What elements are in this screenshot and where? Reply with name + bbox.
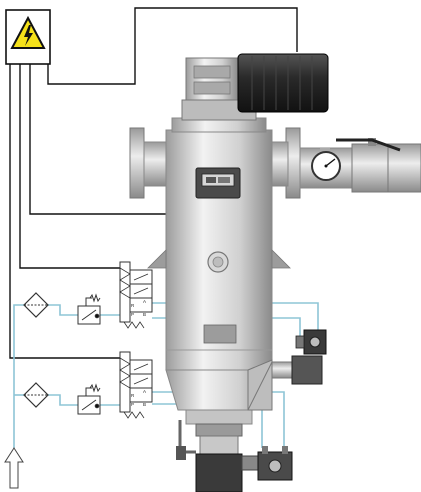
gear-motor <box>181 53 329 121</box>
solenoid-valve-lower: A B P R <box>119 351 153 419</box>
port-label-a: A <box>143 389 146 394</box>
wire-to-motor <box>47 7 298 85</box>
name-plate <box>203 324 237 344</box>
port-label-p: P <box>131 402 134 407</box>
port-label-b: B <box>143 312 146 317</box>
wire-to-upper-valve <box>19 64 120 269</box>
port-label-p: P <box>131 312 134 317</box>
pressure-gauge <box>311 148 341 181</box>
high-voltage-icon <box>10 15 46 49</box>
port-label-a: A <box>143 299 146 304</box>
port-label-r: R <box>131 303 135 308</box>
pneumatic-actuator-upper <box>269 329 327 385</box>
pressure-regulator-lower <box>77 383 101 415</box>
ball-valve <box>336 138 421 193</box>
solenoid-valve-upper: A B P R <box>119 261 153 329</box>
wire-to-lower-valve <box>9 64 120 359</box>
drain-section <box>176 359 273 492</box>
pressure-regulator-upper <box>77 293 101 325</box>
port-label-r: R <box>131 393 135 398</box>
air-filter-lower <box>23 382 49 408</box>
inlet-flange <box>129 127 145 199</box>
air-filter-upper <box>23 292 49 318</box>
valve-handle <box>336 138 401 152</box>
motor-body <box>237 53 329 113</box>
warning-sign <box>5 9 51 65</box>
pneumatic-actuator-lower <box>241 446 293 481</box>
pressure-controller <box>195 167 241 199</box>
outlet-assembly <box>271 127 421 199</box>
air-supply-riser <box>13 304 26 448</box>
port-label-b: B <box>143 402 146 407</box>
air-inlet-arrow <box>4 447 24 489</box>
